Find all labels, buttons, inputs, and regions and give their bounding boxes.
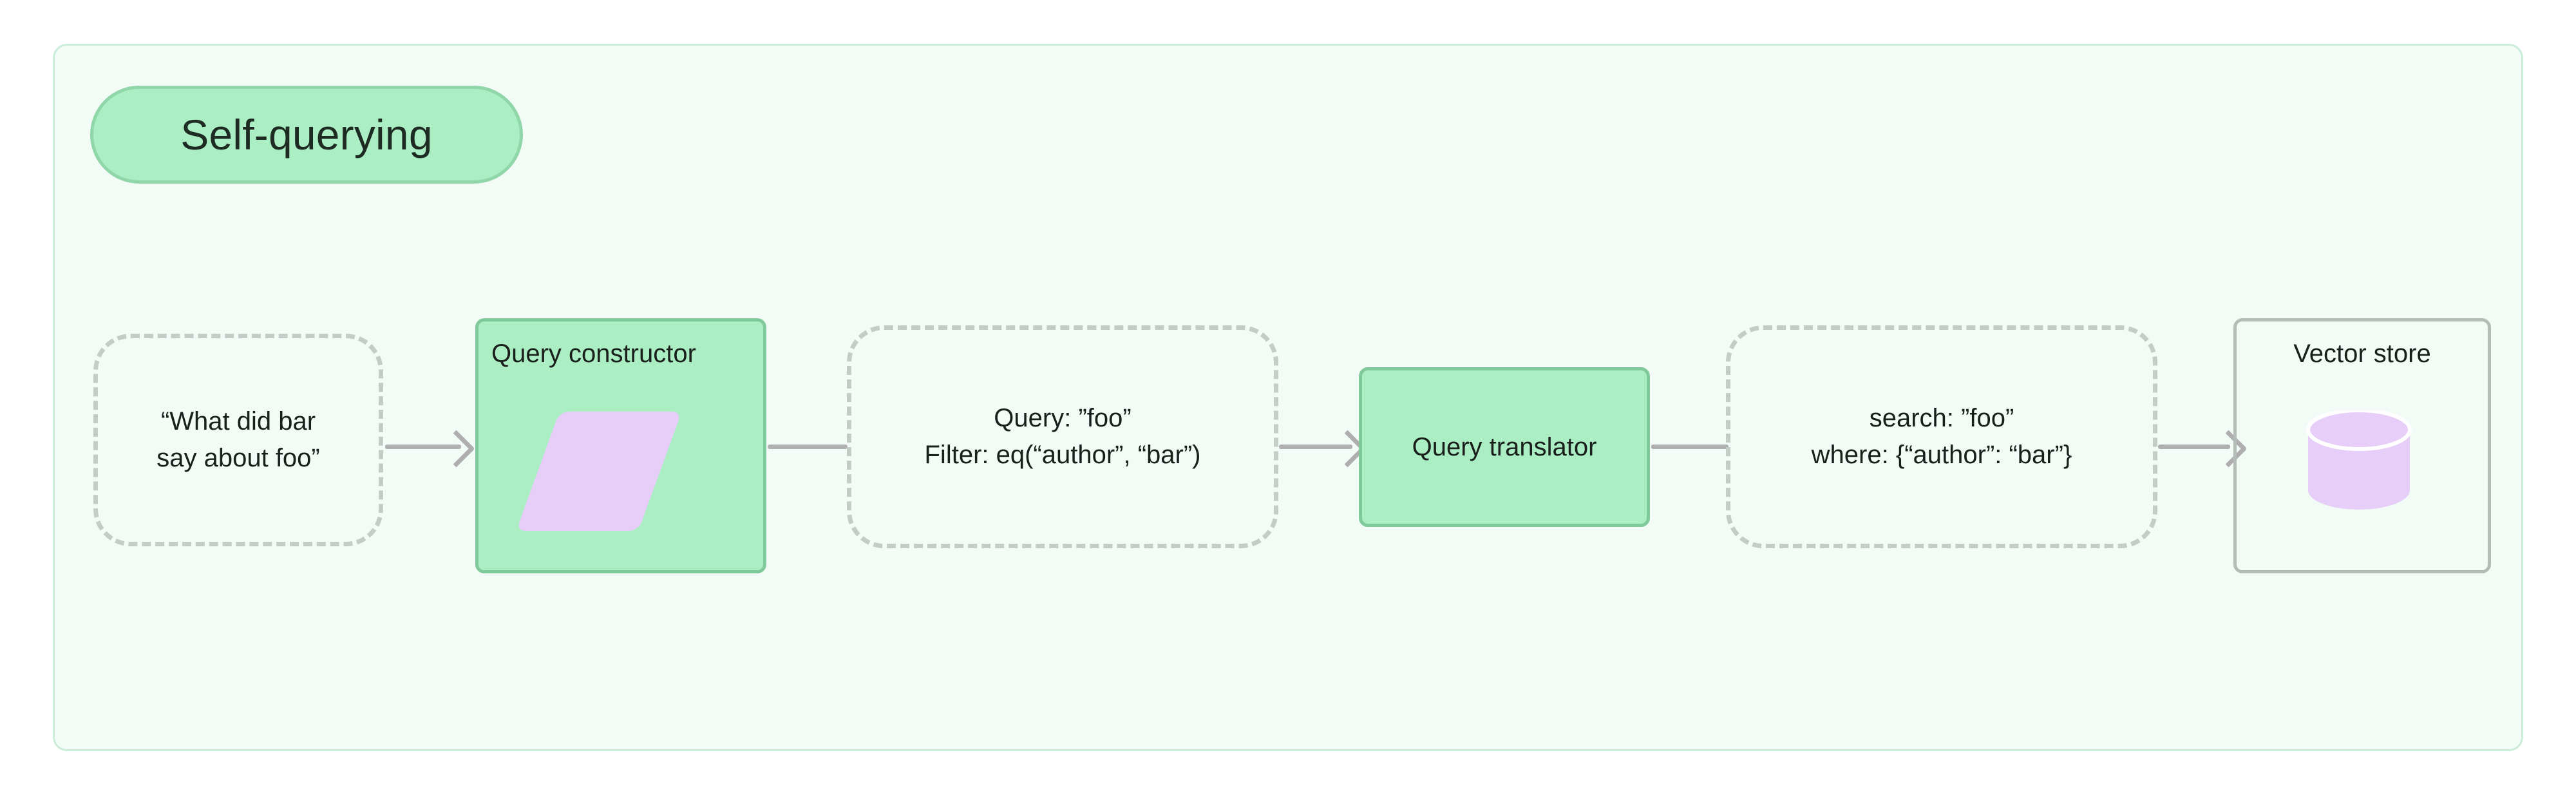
node-user-question[interactable]: “What did bar say about foo” — [93, 334, 383, 546]
edge-query-constructor-to-structured-query — [768, 445, 848, 449]
node-user-question-line-1: “What did bar — [160, 407, 316, 436]
edge-query-translator-to-native-query — [1651, 445, 1728, 449]
edge-user-question-to-query-constructor — [385, 445, 461, 449]
node-structured-query-line-1: Query: ”foo” — [994, 404, 1132, 433]
edge-native-query-to-vector-store — [2158, 445, 2230, 449]
parallelogram-icon — [516, 412, 682, 531]
group-title-label: Self-querying — [180, 111, 433, 158]
node-structured-query[interactable]: Query: ”foo” Filter: eq(“author”, “bar”) — [847, 325, 1278, 548]
node-query-translator[interactable]: Query translator — [1359, 367, 1650, 527]
node-native-query[interactable]: search: ”foo” where: {“author”: “bar”} — [1726, 325, 2157, 548]
node-user-question-line-2: say about foo” — [156, 444, 320, 472]
edge-structured-query-to-query-translator — [1279, 445, 1352, 449]
group-title-pill[interactable]: Self-querying — [90, 86, 523, 184]
node-vector-store[interactable]: Vector store — [2233, 318, 2491, 573]
node-query-constructor[interactable]: Query constructor — [475, 318, 766, 573]
node-query-translator-title: Query translator — [1412, 432, 1597, 461]
node-native-query-line-1: search: ”foo” — [1869, 404, 2014, 433]
node-native-query-line-2: where: {“author”: “bar”} — [1811, 441, 2072, 469]
node-query-constructor-title: Query constructor — [491, 340, 696, 368]
node-structured-query-line-2: Filter: eq(“author”, “bar”) — [924, 441, 1201, 469]
database-cylinder-icon — [2304, 408, 2414, 513]
node-vector-store-title: Vector store — [2293, 340, 2431, 368]
